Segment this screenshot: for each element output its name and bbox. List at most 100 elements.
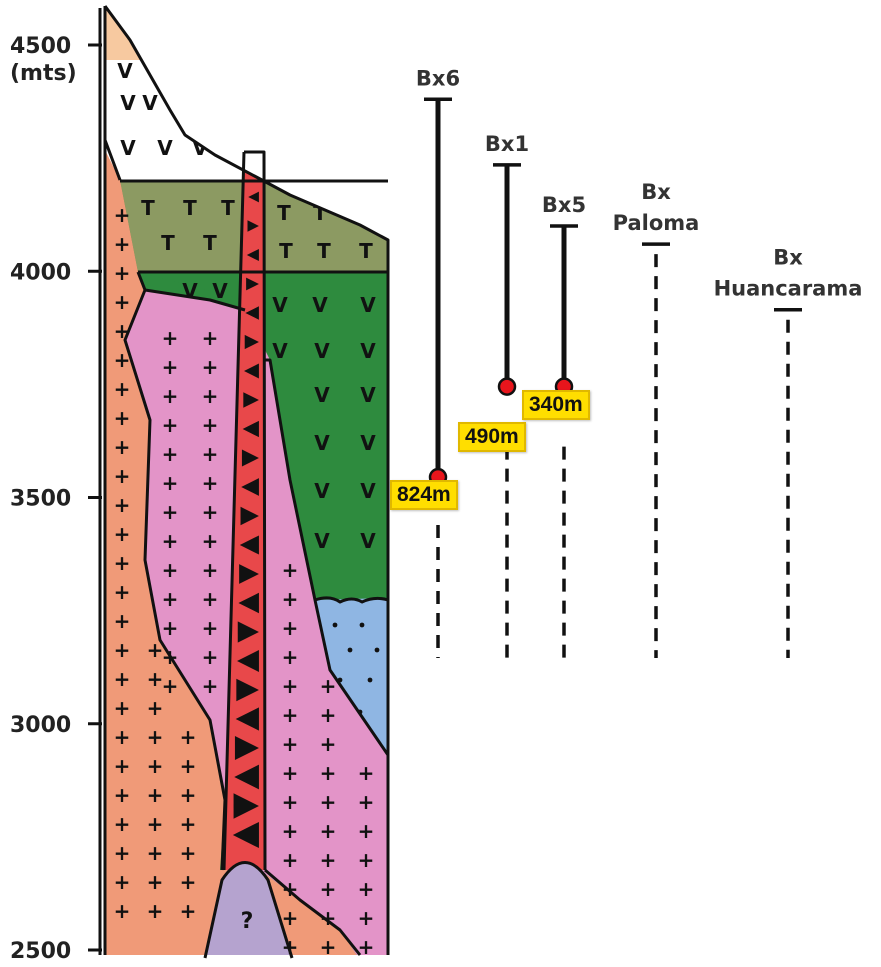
volcanic-symbol: V: [314, 339, 330, 363]
tuff-symbol: T: [183, 196, 197, 220]
porphyry-symbol: +: [162, 384, 179, 408]
porphyry-symbol: +: [202, 500, 219, 524]
granite-symbol: +: [180, 870, 197, 894]
granite-symbol: +: [114, 638, 131, 662]
granite-symbol: +: [114, 754, 131, 778]
porphyry-symbol: +: [282, 587, 299, 611]
granite-symbol: +: [147, 899, 164, 923]
porphyry-symbol: +: [202, 413, 219, 437]
porphyry-symbol: +: [162, 326, 179, 350]
tuff-symbol: T: [141, 196, 155, 220]
granite-symbol: +: [114, 435, 131, 459]
volcanic-symbol: V: [212, 279, 228, 303]
porphyry-symbol: +: [202, 558, 219, 582]
granite-symbol: +: [147, 870, 164, 894]
drill-hole: Bx5: [542, 193, 586, 658]
granite-symbol: +: [114, 609, 131, 633]
axis-tick-label: 2500: [10, 939, 71, 963]
porphyry-symbol: +: [162, 355, 179, 379]
granite-symbol: +: [114, 725, 131, 749]
porphyry-symbol: +: [202, 471, 219, 495]
porphyry-symbol: +: [282, 761, 299, 785]
porphyry-symbol: +: [320, 819, 337, 843]
granite-symbol: +: [114, 551, 131, 575]
volcanic-symbol: V: [314, 479, 330, 503]
porphyry-symbol: +: [282, 616, 299, 640]
drill-hole-name: Bx1: [485, 132, 529, 156]
sediment-dot: [375, 648, 380, 653]
granite-symbol: +: [114, 812, 131, 836]
porphyry-symbol: +: [282, 732, 299, 756]
volcanic-symbol: V: [314, 529, 330, 553]
granite-symbol: +: [147, 812, 164, 836]
axis-unit-label: (mts): [10, 61, 77, 86]
drill-hole-name: Bx: [773, 246, 803, 270]
granite-symbol: +: [180, 899, 197, 923]
porphyry-symbol: +: [282, 558, 299, 582]
granite-symbol: +: [114, 522, 131, 546]
granite-symbol: +: [114, 696, 131, 720]
porphyry-symbol: +: [202, 674, 219, 698]
granite-symbol: +: [114, 290, 131, 314]
tuff-symbol: T: [221, 196, 235, 220]
axis-tick-label: 4000: [10, 260, 71, 285]
porphyry-symbol: +: [202, 529, 219, 553]
volcanic-symbol: V: [360, 431, 376, 455]
volcanic-symbol: V: [360, 479, 376, 503]
depth-label: 824m: [390, 480, 458, 510]
sediment-dot: [360, 623, 365, 628]
granite-symbol: +: [114, 899, 131, 923]
granite-symbol: +: [180, 754, 197, 778]
porphyry-symbol: +: [162, 500, 179, 524]
drill-hole-name: Bx5: [542, 193, 586, 217]
granite-symbol: +: [114, 580, 131, 604]
volcanic-symbol: V: [360, 383, 376, 407]
volcanic-symbol: V: [314, 383, 330, 407]
porphyry-symbol: +: [320, 732, 337, 756]
tuff-symbol: T: [277, 201, 291, 225]
porphyry-symbol: +: [282, 819, 299, 843]
drill-hole-name: Bx6: [416, 66, 460, 90]
porphyry-symbol: +: [162, 558, 179, 582]
porphyry-symbol: +: [162, 442, 179, 466]
granite-symbol: +: [114, 783, 131, 807]
porphyry-symbol: +: [202, 355, 219, 379]
granite-symbol: +: [114, 667, 131, 691]
porphyry-symbol: +: [202, 645, 219, 669]
volcanic-symbol: V: [182, 279, 198, 303]
porphyry-symbol: +: [358, 877, 375, 901]
volcanic-symbol: V: [142, 91, 158, 115]
granite-symbol: +: [180, 725, 197, 749]
porphyry-symbol: +: [358, 935, 375, 959]
granite-symbol: +: [114, 261, 131, 285]
granite-symbol: +: [147, 696, 164, 720]
granite-symbol: +: [114, 203, 131, 227]
porphyry-symbol: +: [202, 442, 219, 466]
porphyry-symbol: +: [282, 674, 299, 698]
porphyry-symbol: +: [358, 790, 375, 814]
sediment-dot: [368, 678, 373, 683]
granite-symbol: +: [114, 464, 131, 488]
porphyry-symbol: +: [282, 790, 299, 814]
granite-symbol: +: [147, 754, 164, 778]
porphyry-symbol: +: [282, 848, 299, 872]
porphyry-symbol: +: [162, 616, 179, 640]
volcanic-symbol: V: [157, 136, 173, 160]
granite-symbol: +: [114, 377, 131, 401]
granite-symbol: +: [180, 812, 197, 836]
tuff-symbol: T: [279, 239, 293, 263]
axis-tick-label: 3500: [10, 487, 71, 512]
volcanic-symbol: V: [120, 91, 136, 115]
porphyry-symbol: +: [202, 587, 219, 611]
granite-symbol: +: [180, 783, 197, 807]
volcanic-symbol: V: [120, 136, 136, 160]
porphyry-symbol: +: [202, 384, 219, 408]
porphyry-symbol: +: [202, 616, 219, 640]
porphyry-symbol: +: [320, 703, 337, 727]
porphyry-symbol: +: [162, 529, 179, 553]
volcanic-symbol: V: [117, 59, 133, 83]
porphyry-symbol: +: [320, 935, 337, 959]
elevation-axis: 45004000350030002500: [10, 8, 102, 963]
